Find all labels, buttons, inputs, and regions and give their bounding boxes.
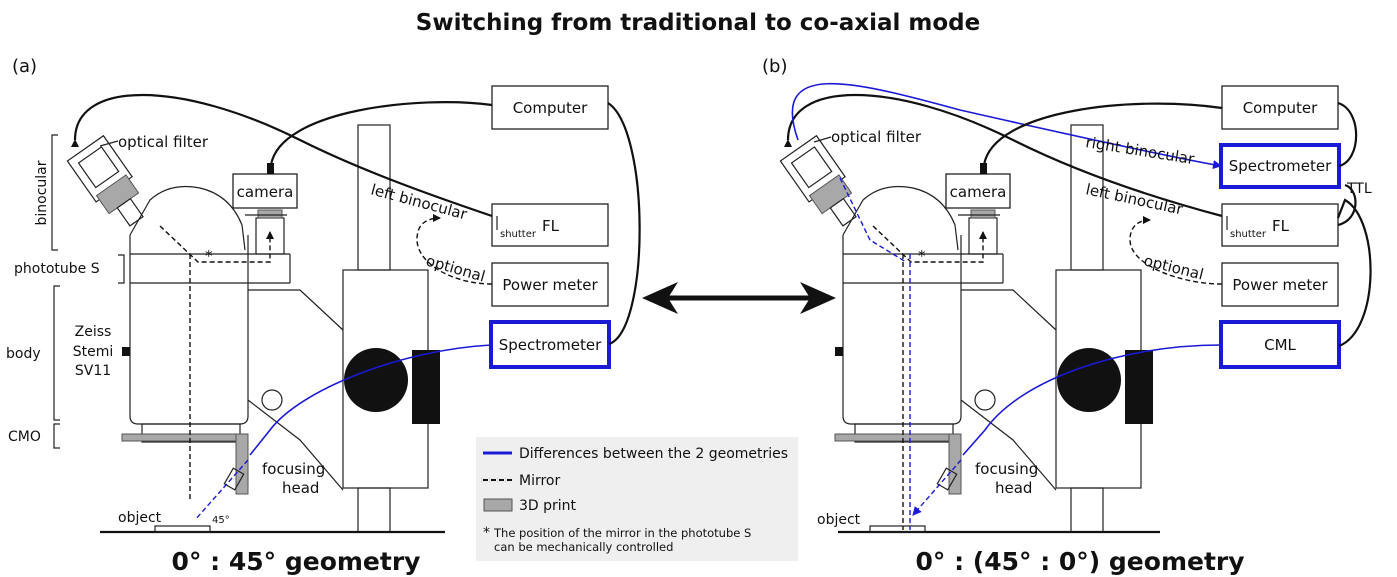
object-label: object [118,510,162,526]
microscope-a: optical filter * [66,133,291,500]
legend-star: * [483,525,490,541]
focusing-label: focusing [262,460,325,478]
legend-diff: Differences between the 2 geometries [519,446,788,462]
legend-3d: 3D print [519,498,577,514]
legend-mirror: Mirror [519,473,560,489]
optional-label-b: optional [1142,251,1205,283]
svg-text:FL: FL [1272,217,1290,235]
camera-box-b: camera [945,163,1011,209]
camera-box-a: camera [232,163,298,209]
fl-box-b: FL shutter [1221,203,1339,247]
svg-text:shutter: shutter [500,229,537,240]
cml-box-b: CML [1219,320,1341,369]
left-binocular-label-b: left binocular [1084,180,1185,218]
body-label: body [6,346,41,362]
side-brackets: binocular phototube S body Zeiss Stemi S… [6,134,125,449]
zeiss-label: Zeiss [75,324,112,340]
panel-a: (a) binocular phototube S body Zeiss Ste… [6,56,641,534]
mirror-star-b: * [918,247,926,265]
figure-title: Switching from traditional to co-axial m… [416,10,981,36]
svg-text:Power meter: Power meter [502,276,598,294]
power-meter-box-b: Power meter [1221,262,1339,307]
optical-filter-label: optical filter [118,133,209,151]
panel-a-label: (a) [12,56,37,77]
focus-knob-b [835,347,843,356]
fl-box-a: FL shutter [491,203,609,247]
svg-text:Computer: Computer [513,99,588,117]
stand-a [223,124,440,533]
3d-print-plate [121,433,248,442]
legend-note-1: The position of the mirror in the photot… [493,526,751,540]
sv11-label: SV11 [75,363,111,379]
ttl-label-b: TTL [1346,181,1372,197]
panel-b: (b) optical filter [762,56,1372,534]
phototube-label: phototube S [14,261,100,277]
optional-label: optional [424,252,487,286]
optical-filter-label-b: optical filter [831,128,922,146]
microscope-b: optical filter * [779,128,1004,530]
object-label-b: object [817,512,861,528]
head-label-b: head [995,479,1032,497]
svg-text:CML: CML [1264,336,1296,354]
spectrometer-box-a: Spectrometer [489,320,611,369]
mirror-star: * [205,247,213,265]
focusing-label-b: focusing [975,460,1038,478]
legend: Differences between the 2 geometries Mir… [476,437,798,561]
legend-bg [476,437,798,561]
svg-text:FL: FL [542,217,560,235]
left-binocular-label: left binocular [369,180,470,223]
stemi-label: Stemi [73,344,114,360]
svg-text:shutter: shutter [1230,229,1267,240]
stand-b [936,124,1153,533]
head-label: head [282,479,319,497]
svg-text:Spectrometer: Spectrometer [1229,157,1332,175]
legend-3d-swatch [483,498,513,512]
computer-box-b: Computer [1221,85,1339,130]
power-meter-box-a: Power meter [491,262,609,307]
spectrometer-box-b: Spectrometer [1219,143,1341,189]
right-binocular-label-b: right binocular [1084,133,1196,168]
svg-text:Spectrometer: Spectrometer [499,336,602,354]
switch-double-arrow [642,282,836,314]
svg-text:camera: camera [237,183,294,201]
legend-note-2: can be mechanically controlled [494,540,673,554]
focus-knob [122,347,130,356]
angle-label: 45° [212,515,230,526]
geometry-b-label: 0° : (45° : 0°) geometry [915,547,1244,576]
binocular-label: binocular [34,160,50,225]
geometry-a-label: 0° : 45° geometry [172,547,421,576]
computer-box-a: Computer [491,85,609,130]
svg-text:Computer: Computer [1243,99,1318,117]
3d-print-holder [235,433,249,495]
svg-text:Power meter: Power meter [1232,276,1328,294]
panel-b-label: (b) [762,56,787,77]
svg-text:camera: camera [950,183,1007,201]
cmo-label: CMO [8,429,41,445]
